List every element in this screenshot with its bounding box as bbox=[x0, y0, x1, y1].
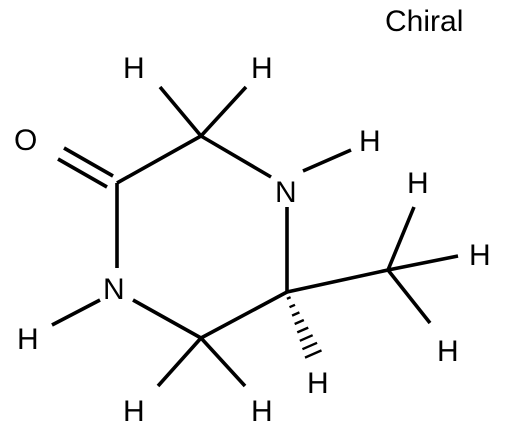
hash-stroke bbox=[294, 318, 305, 326]
bond-c5-methyl bbox=[286, 268, 389, 294]
bond-n1-h bbox=[51, 298, 101, 327]
bond-c6-h-right bbox=[199, 336, 247, 388]
bond-c6-h-left bbox=[156, 336, 203, 388]
bond-n4-h bbox=[302, 148, 352, 173]
atom-h-n4: H bbox=[359, 125, 381, 158]
bond-methyl-h-right bbox=[387, 254, 459, 272]
atom-oxygen: O bbox=[14, 124, 37, 157]
atom-nitrogen-top: N bbox=[275, 176, 297, 209]
atom-h-c5: H bbox=[307, 367, 329, 400]
atom-h-methyl-bottom: H bbox=[437, 335, 459, 368]
atom-h-c3-left: H bbox=[123, 52, 145, 85]
bond-c3-h-right bbox=[199, 85, 248, 138]
bond-c3-h-left bbox=[158, 85, 203, 138]
bond-c2-c3 bbox=[116, 134, 202, 185]
atom-h-c6-left: H bbox=[123, 395, 145, 428]
stereo-hash-bond bbox=[286, 296, 322, 359]
hash-stroke bbox=[299, 334, 314, 342]
hash-stroke bbox=[289, 303, 296, 309]
atom-h-methyl-right: H bbox=[469, 239, 491, 272]
atom-nitrogen-bottom: N bbox=[103, 273, 125, 306]
bond-carbonyl-b bbox=[57, 157, 108, 189]
atom-h-methyl-top: H bbox=[407, 167, 429, 200]
hash-stroke bbox=[301, 341, 318, 351]
atom-h-n1: H bbox=[17, 323, 39, 356]
atom-label-group: O N N H H H H H H H H H H bbox=[14, 52, 491, 428]
hash-stroke bbox=[286, 296, 292, 300]
hash-stroke bbox=[304, 349, 322, 359]
hash-stroke bbox=[291, 311, 300, 317]
atom-h-c3-right: H bbox=[251, 52, 273, 85]
chiral-flag: Chiral bbox=[385, 5, 463, 38]
bond-group bbox=[51, 85, 459, 388]
bond-methyl-h-top bbox=[386, 206, 416, 271]
hash-stroke bbox=[296, 326, 309, 334]
bond-c5-c6 bbox=[200, 290, 288, 340]
bond-carbonyl-a bbox=[63, 146, 114, 178]
atom-h-c6-right: H bbox=[251, 395, 273, 428]
bond-methyl-h-bottom bbox=[386, 268, 432, 325]
bond-c6-n1 bbox=[132, 298, 202, 340]
bond-c3-n4 bbox=[200, 134, 272, 179]
